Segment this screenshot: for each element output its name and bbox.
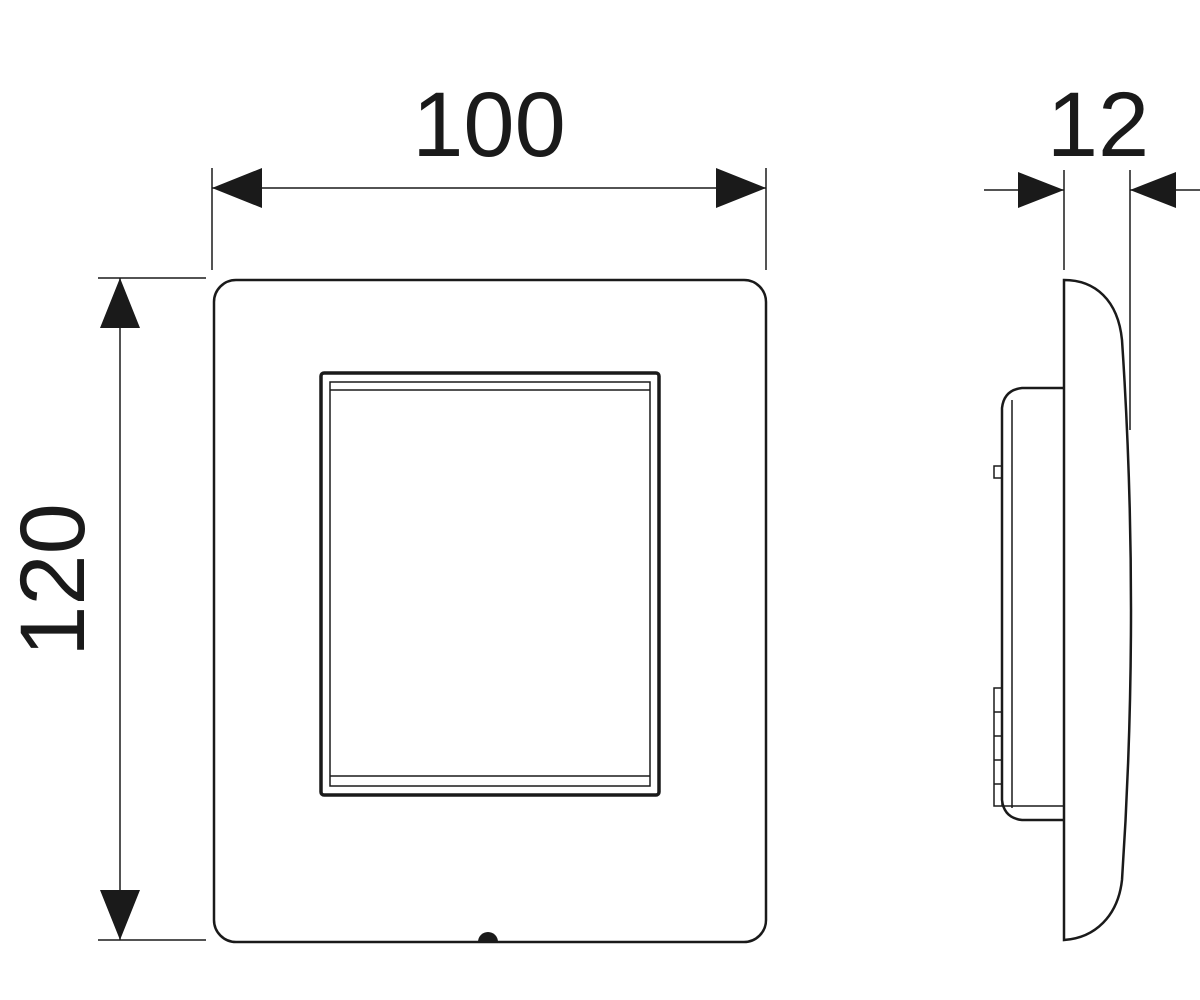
side-view [993, 278, 1133, 942]
side-clip-bottom [993, 687, 1003, 807]
height-arrow-top [100, 278, 140, 328]
width-arrow-right [716, 168, 766, 208]
side-clip-top [993, 465, 1003, 479]
bottom-notch [478, 932, 498, 942]
height-label: 120 [2, 503, 104, 657]
side-mount-body [1000, 386, 1064, 822]
side-plate-outline [1062, 278, 1133, 942]
button-frame-inner [329, 381, 651, 787]
width-arrow-left [212, 168, 262, 208]
depth-arrow-right [1130, 172, 1176, 208]
width-dimension: 100 [211, 74, 767, 270]
height-dimension: 120 [2, 277, 206, 941]
width-label: 100 [412, 74, 566, 176]
height-arrow-bottom [100, 890, 140, 940]
front-view [212, 278, 768, 944]
front-plate-outline [212, 278, 768, 944]
button-frame-outer [319, 371, 661, 797]
depth-arrow-left [1018, 172, 1064, 208]
depth-dimension: 12 [984, 74, 1200, 430]
depth-label: 12 [1047, 74, 1149, 176]
